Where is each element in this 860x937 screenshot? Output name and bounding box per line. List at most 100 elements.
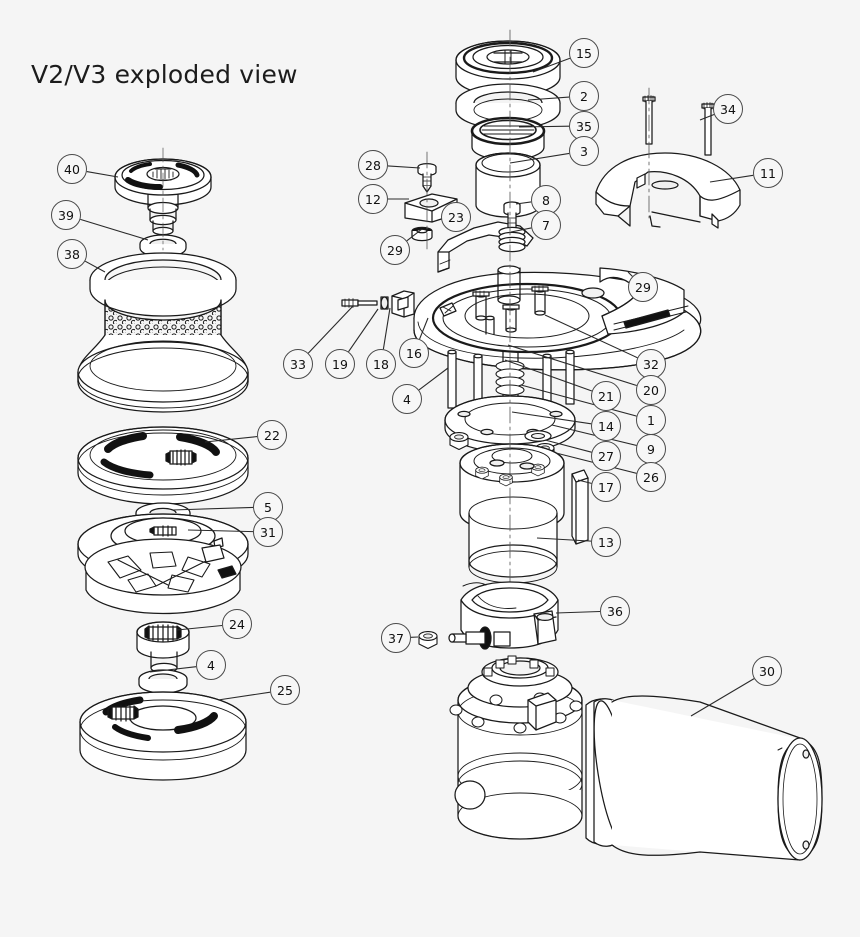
part-31-clutch-driver: [77, 513, 249, 615]
callout-34[interactable]: 34: [713, 94, 743, 124]
callout-label: 29: [635, 279, 651, 295]
callout-label: 15: [576, 45, 592, 61]
callout-1[interactable]: 1: [636, 405, 666, 435]
part-18-bush-block: [391, 290, 415, 318]
callout-27[interactable]: 27: [591, 441, 621, 471]
part-30-motor-assembly: [449, 655, 823, 861]
callout-29[interactable]: 29: [380, 235, 410, 265]
callout-label: 7: [542, 217, 550, 233]
callout-label: 25: [277, 682, 293, 698]
callout-21[interactable]: 21: [591, 381, 621, 411]
callout-label: 12: [365, 191, 381, 207]
part-25-lower-gypsy: [79, 691, 247, 781]
callout-19[interactable]: 19: [325, 349, 355, 379]
callout-37[interactable]: 37: [381, 623, 411, 653]
part-1-mainshaft-assembly: [472, 265, 549, 425]
callout-29[interactable]: 29: [628, 272, 658, 302]
callout-11[interactable]: 11: [753, 158, 783, 188]
part-7-spring-washers: [498, 226, 526, 253]
part-36-clutch-lever: [448, 581, 559, 650]
callout-label: 21: [598, 388, 614, 404]
callout-2[interactable]: 2: [569, 81, 599, 111]
part-4-oring-lower: [138, 669, 188, 694]
part-13-gearbox-housing: [459, 443, 565, 584]
callout-7[interactable]: 7: [531, 210, 561, 240]
part-3-bearing-sleeve: [475, 152, 541, 218]
callout-label: 36: [607, 603, 623, 619]
callout-label: 34: [720, 101, 736, 117]
part-38-rope-drum: [77, 252, 249, 413]
callout-18[interactable]: 18: [366, 349, 396, 379]
callout-label: 17: [598, 479, 614, 495]
callout-3[interactable]: 3: [569, 136, 599, 166]
callout-label: 1: [647, 412, 655, 428]
callout-20[interactable]: 20: [636, 375, 666, 405]
callout-label: 32: [643, 356, 659, 372]
callout-label: 18: [373, 356, 389, 372]
callout-label: 13: [598, 534, 614, 550]
callout-4[interactable]: 4: [392, 384, 422, 414]
callout-15[interactable]: 15: [569, 38, 599, 68]
callout-22[interactable]: 22: [257, 420, 287, 450]
callout-label: 37: [388, 630, 404, 646]
callout-label: 20: [643, 382, 659, 398]
callout-label: 35: [576, 118, 592, 134]
callout-28[interactable]: 28: [358, 150, 388, 180]
part-8-bolt: [503, 201, 521, 231]
callout-23[interactable]: 23: [441, 202, 471, 232]
callout-label: 9: [647, 441, 655, 457]
part-17-key-bar: [571, 469, 589, 545]
callout-label: 2: [580, 88, 588, 104]
callout-9[interactable]: 9: [636, 434, 666, 464]
callout-label: 28: [365, 157, 381, 173]
callout-label: 8: [542, 192, 550, 208]
callout-label: 16: [406, 345, 422, 361]
callout-label: 3: [580, 143, 588, 159]
callout-24[interactable]: 24: [222, 609, 252, 639]
callout-label: 14: [598, 418, 614, 434]
callout-label: 31: [260, 524, 276, 540]
callout-33[interactable]: 33: [283, 349, 313, 379]
callout-14[interactable]: 14: [591, 411, 621, 441]
callout-4[interactable]: 4: [196, 650, 226, 680]
callout-label: 38: [64, 246, 80, 262]
callout-label: 39: [58, 207, 74, 223]
callout-label: 11: [760, 165, 776, 181]
part-35-seal-ring: [470, 116, 546, 161]
callout-17[interactable]: 17: [591, 472, 621, 502]
part-33-pin: [341, 298, 378, 308]
callout-label: 23: [448, 209, 464, 225]
callout-38[interactable]: 38: [57, 239, 87, 269]
callout-label: 40: [64, 161, 80, 177]
callout-label: 24: [229, 616, 245, 632]
callout-25[interactable]: 25: [270, 675, 300, 705]
callout-12[interactable]: 12: [358, 184, 388, 214]
callout-40[interactable]: 40: [57, 154, 87, 184]
part-24-splined-bush: [136, 621, 190, 674]
callout-31[interactable]: 31: [253, 517, 283, 547]
callout-label: 4: [207, 657, 215, 673]
part-11-motor-cover: [595, 152, 741, 229]
callout-36[interactable]: 36: [600, 596, 630, 626]
callout-label: 29: [387, 242, 403, 258]
callout-39[interactable]: 39: [51, 200, 81, 230]
callout-32[interactable]: 32: [636, 349, 666, 379]
callout-label: 33: [290, 356, 306, 372]
part-34-cover-bolts: [642, 95, 715, 156]
callout-label: 5: [264, 499, 272, 515]
part-37-nut: [418, 630, 438, 650]
callout-13[interactable]: 13: [591, 527, 621, 557]
callout-label: 22: [264, 427, 280, 443]
callout-label: 30: [759, 663, 775, 679]
callout-16[interactable]: 16: [399, 338, 429, 368]
page-title: V2/V3 exploded view: [31, 60, 298, 89]
part-22-clutch-cone-upper: [77, 426, 249, 505]
callout-label: 4: [403, 391, 411, 407]
callout-30[interactable]: 30: [752, 656, 782, 686]
part-19-washer: [380, 296, 389, 310]
callout-26[interactable]: 26: [636, 462, 666, 492]
callout-label: 19: [332, 356, 348, 372]
callout-label: 27: [598, 448, 614, 464]
